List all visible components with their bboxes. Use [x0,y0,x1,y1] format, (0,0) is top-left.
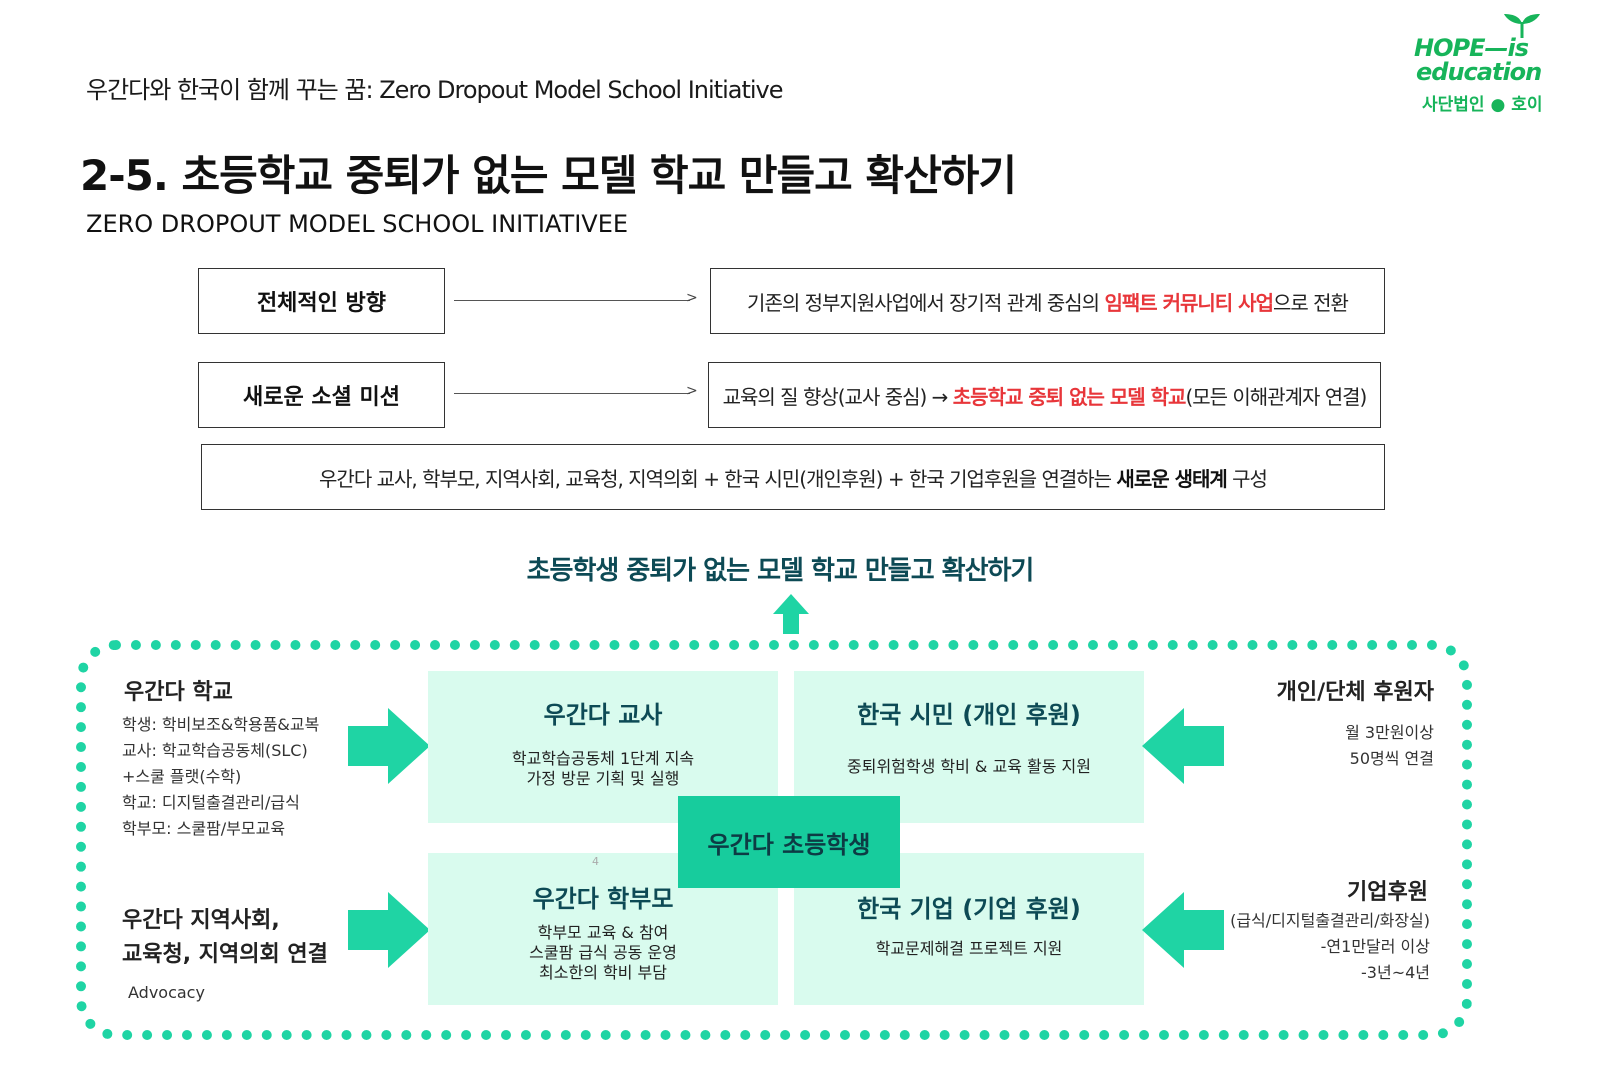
mission-text: 교육의 질 향상(교사 중심) → 초등학교 중퇴 없는 모델 학교(모든 이해… [722,384,1368,409]
citizen-title: 한국 시민 (개인 후원) [857,701,1081,729]
direction-connector [454,300,690,301]
center-label: 우간다 초등학생 [707,830,871,859]
corporate-line: (급식/디지털출결관리/화장실) [1230,911,1430,930]
list-item: 교사: 학교학습공동체(SLC) [122,741,308,760]
mission-highlight: 초등학교 중퇴 없는 모델 학교 [952,384,1187,409]
individual-sponsor-title: 개인/단체 후원자 [1276,680,1434,705]
arrow-left-icon [1142,892,1224,968]
list-item: 학부모: 스쿨팜/부모교육 [122,819,286,838]
direction-label-box: 전체적인 방향 [198,268,445,334]
citizen-desc: 중퇴위험학생 학비 & 교육 활동 지원 [794,757,1144,777]
arrow-left-icon [1142,708,1224,784]
uganda-school-title: 우간다 학교 [124,680,233,705]
logo-dot: ● [1490,95,1512,115]
corporate-sponsor-desc: (급식/디지털출결관리/화장실) -연1만달러 이상 -3년~4년 [1222,908,1430,986]
page-title: 2-5. 초등학교 중퇴가 없는 모델 학교 만들고 확산하기 [80,151,1017,200]
corporate-line: -3년~4년 [1361,963,1430,982]
community-title-line2: 교육청, 지역의회 연결 [122,942,328,967]
teacher-title: 우간다 교사 [543,701,663,729]
ecosystem-bold: 새로운 생태계 [1116,466,1227,491]
logo-line1: HOPE—is [1414,34,1529,62]
logo-org-name: 호이 [1511,95,1543,115]
individual-sponsor-desc: 월 3만원이상 50명씩 연결 [1238,720,1434,772]
direction-desc-box: 기존의 정부지원사업에서 장기적 관계 중심의 임팩트 커뮤니티 사업으로 전환 [710,268,1385,334]
logo-line3: 사단법인 ● 호이 [1422,90,1543,115]
arrow-up-icon [773,594,809,634]
sponsor-line: 월 3만원이상 [1345,723,1434,742]
list-item: 학교: 디지털출결관리/급식 [122,793,300,812]
list-item: +스쿨 플랫(수학) [122,767,242,786]
mission-desc-box: 교육의 질 향상(교사 중심) → 초등학교 중퇴 없는 모델 학교(모든 이해… [708,362,1381,428]
citizen-line: 중퇴위험학생 학비 & 교육 활동 지원 [847,757,1091,776]
goal-title: 초등학생 중퇴가 없는 모델 학교 만들고 확산하기 [526,556,1035,586]
direction-text: 기존의 정부지원사업에서 장기적 관계 중심의 임팩트 커뮤니티 사업으로 전환 [747,290,1349,315]
uganda-school-list: 학생: 학비보조&학용품&교복 교사: 학교학습공동체(SLC) +스쿨 플랫(… [122,712,319,842]
mission-label: 새로운 소셜 미션 [243,385,400,410]
logo-org-type: 사단법인 [1422,95,1485,115]
list-item: 학생: 학비보조&학용품&교복 [122,715,320,734]
parent-title: 우간다 학부모 [532,885,674,913]
corporate-line: -연1만달러 이상 [1320,937,1430,956]
header-subtitle: 우간다와 한국이 함께 꾸는 꿈: Zero Dropout Model Sch… [86,76,784,104]
english-title: ZERO DROPOUT MODEL SCHOOL INITIATIVEE [86,210,629,238]
arrow-right-icon: > [686,290,698,306]
parent-small-mark: 4 [592,855,599,868]
sponsor-line: 50명씩 연결 [1349,749,1434,768]
quadrant-company: 한국 기업 (기업 후원) 학교문제해결 프로젝트 지원 [794,853,1144,1005]
uganda-student-center: 우간다 초등학생 [678,796,900,888]
company-title: 한국 기업 (기업 후원) [857,895,1081,923]
company-desc: 학교문제해결 프로젝트 지원 [794,939,1144,959]
teacher-desc: 학교학습공동체 1단계 지속 가정 방문 기획 및 실행 [428,749,778,789]
arrow-right-icon: > [686,383,698,399]
parent-line: 최소한의 학비 부담 [539,963,667,982]
corporate-sponsor-title: 기업후원 [1347,880,1428,905]
logo-line2: education [1416,58,1542,86]
advocacy-note: Advocacy [128,983,205,1002]
ecosystem-boundary [76,640,1472,1040]
parent-desc: 학부모 교육 & 참여 스쿨팜 급식 공동 운영 최소한의 학비 부담 [428,923,778,983]
arrow-right-icon [348,708,430,784]
company-line: 학교문제해결 프로젝트 지원 [875,939,1063,958]
teacher-line: 학교학습공동체 1단계 지속 [511,749,695,768]
mission-connector [454,393,690,394]
community-title: 우간다 지역사회, 교육청, 지역의회 연결 [122,904,328,972]
parent-line: 스쿨팜 급식 공동 운영 [529,943,677,962]
sprout-icon [1504,14,1540,38]
teacher-line: 가정 방문 기획 및 실행 [526,769,680,788]
mission-label-box: 새로운 소셜 미션 [198,362,445,428]
direction-highlight: 임팩트 커뮤니티 사업 [1104,290,1274,315]
parent-line: 학부모 교육 & 참여 [537,923,669,942]
community-title-line1: 우간다 지역사회, [122,908,280,933]
direction-label: 전체적인 방향 [256,291,387,316]
ecosystem-text: 우간다 교사, 학부모, 지역사회, 교육청, 지역의회 + 한국 시민(개인후… [319,466,1268,491]
ecosystem-box: 우간다 교사, 학부모, 지역사회, 교육청, 지역의회 + 한국 시민(개인후… [201,444,1385,510]
arrow-right-icon [348,892,430,968]
hope-is-education-logo: HOPE—is education 사단법인 ● 호이 [1402,14,1562,115]
